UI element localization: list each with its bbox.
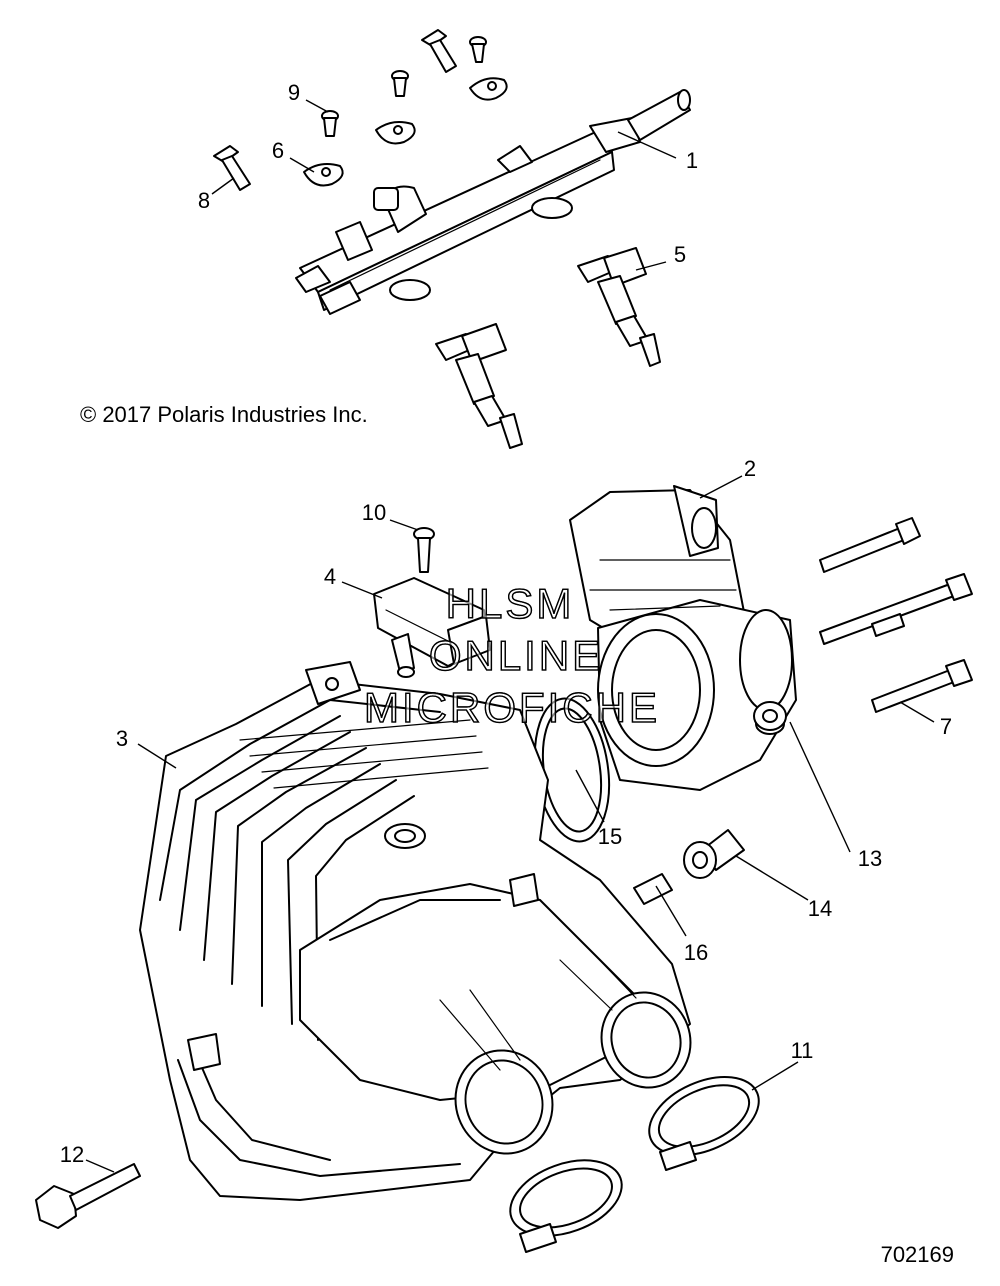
- watermark-line-2-outline: ONLINE: [429, 632, 603, 679]
- watermark-line-3: MICROFICHE: [364, 684, 660, 731]
- callout-16: 16: [684, 940, 708, 965]
- part-fuel-injector-left: [435, 323, 523, 449]
- watermark-line-2: ONLINE: [429, 632, 603, 679]
- callout-3: 3: [116, 726, 128, 751]
- part-fuel-rail: [295, 89, 691, 315]
- part-gasket: [533, 697, 611, 843]
- part-throttle-body: [569, 485, 797, 791]
- callouts: 1 2 3 4 5 6 7 8 9 10 11 12 13 14 15 16: [60, 80, 952, 1167]
- callout-10: 10: [362, 500, 386, 525]
- part-hose-clamps: [509, 1075, 760, 1253]
- diagram-reference-number: 702169: [881, 1242, 954, 1267]
- callout-11: 11: [791, 1038, 814, 1063]
- callout-6: 6: [272, 138, 284, 163]
- callout-2: 2: [744, 456, 756, 481]
- part-map-sensor: [373, 577, 491, 678]
- callout-13: 13: [858, 846, 882, 871]
- callout-1: 1: [686, 148, 698, 173]
- part-clips-and-screws: [213, 29, 508, 191]
- part-spacers: [633, 701, 787, 905]
- part-fuel-injector-right: [577, 247, 661, 367]
- callout-14: 14: [808, 896, 832, 921]
- watermark-line-3-outline: MICROFICHE: [364, 684, 660, 731]
- part-intake-manifold: [139, 661, 692, 1201]
- part-throttle-bolts: [819, 517, 973, 713]
- callout-4: 4: [324, 564, 336, 589]
- callout-7: 7: [940, 714, 952, 739]
- callout-8: 8: [198, 188, 210, 213]
- watermark: HLSM HLSM ONLINE ONLINE MICROFICHE MICRO…: [363, 579, 660, 731]
- copyright-notice: © 2017 Polaris Industries Inc.: [80, 402, 368, 427]
- leader-lines: [85, 99, 935, 1173]
- callout-12: 12: [60, 1142, 84, 1167]
- callout-15: 15: [598, 824, 622, 849]
- watermark-line-1: HLSM: [446, 580, 575, 627]
- part-sensor-screw: [413, 527, 435, 573]
- callout-5: 5: [674, 242, 686, 267]
- part-manifold-bolt: [35, 1163, 141, 1229]
- watermark-line-1-outline: HLSM: [446, 580, 575, 627]
- callout-9: 9: [288, 80, 300, 105]
